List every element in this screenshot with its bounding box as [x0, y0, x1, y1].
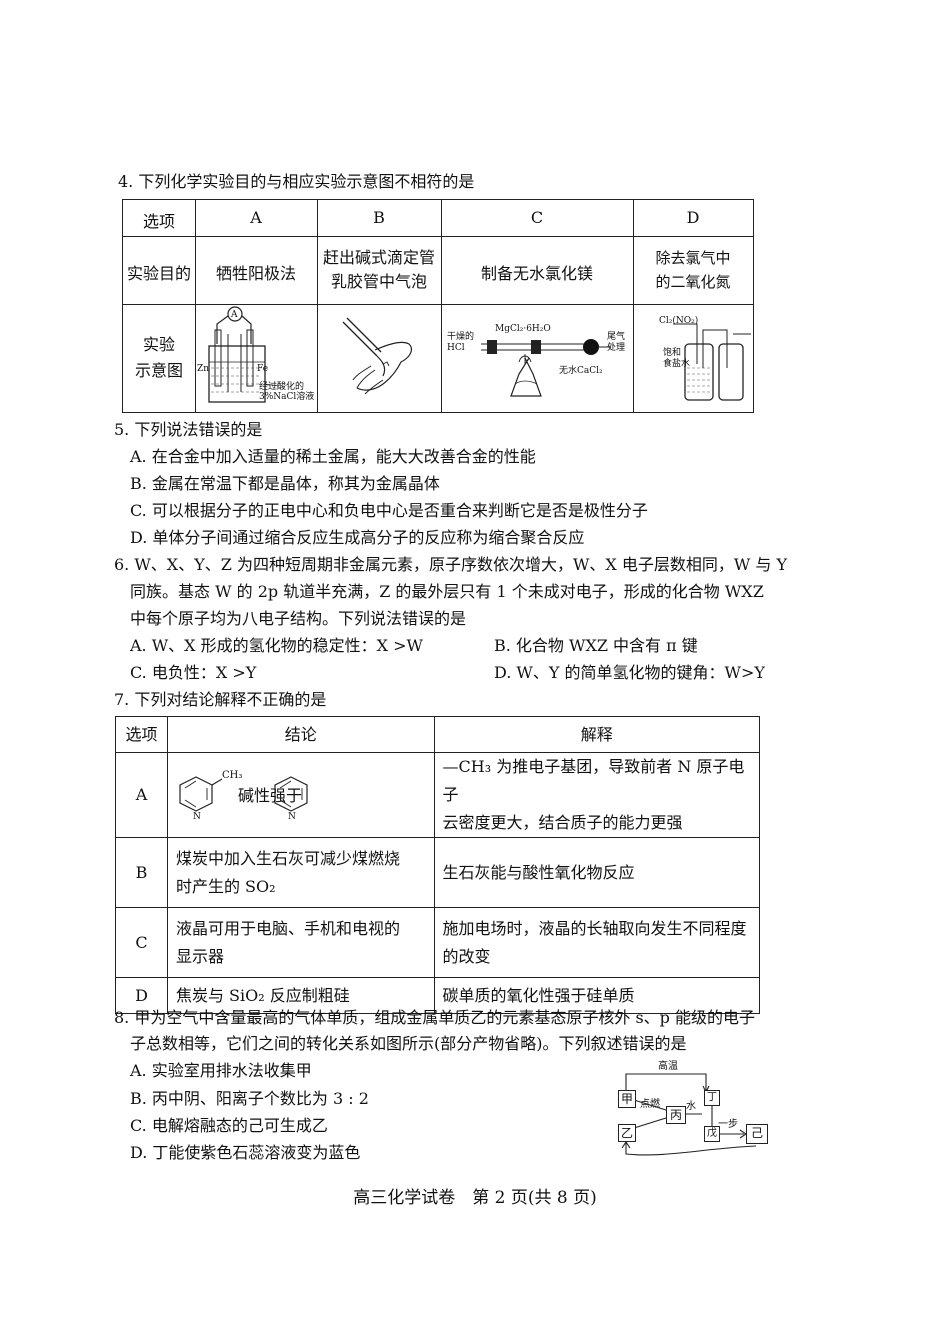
node-ji: 己	[746, 1124, 768, 1144]
methylpyridine-structure	[179, 776, 308, 812]
q7-header-explanation: 解释	[433, 716, 761, 753]
ignite-label: 点燃	[640, 1099, 660, 1110]
q4-header-a: A	[250, 208, 262, 227]
q7-row-b-conclusion: 煤炭中加入生石灰可减少煤燃烧时产生的 SO₂	[166, 837, 435, 908]
q7-row-d-explanation: 碳单质的氧化性强于硅单质	[433, 977, 761, 1014]
q6-option-c: C. 电负性：X >Y	[130, 663, 257, 682]
q8-line-2: 子总数相等，它们之间的转化关系如图所示(部分产物省略)。下列叙述错误的是	[130, 1034, 687, 1053]
cl2-no2-label: Cl₂(NO₂)	[659, 316, 699, 326]
water-label: 水	[686, 1101, 696, 1112]
table-row: C 液晶可用于电脑、手机和电视的显示器 施加电场时，液晶的长轴取向发生不同程度的…	[115, 907, 761, 978]
saturated-brine-label: 饱和食盐水	[663, 348, 691, 369]
q6-line-3: 中每个原子均为八电子结构。下列说法错误的是	[130, 609, 467, 628]
table-row: D 焦炭与 SiO₂ 反应制粗硅 碳单质的氧化性强于硅单质	[115, 977, 761, 1014]
q6-option-b: B. 化合物 WXZ 中含有 π 键	[494, 636, 698, 655]
page-footer: 高三化学试卷 第 2 页(共 8 页)	[353, 1188, 597, 1208]
q4-row-purpose-label: 实验目的	[126, 264, 191, 283]
q7-stem: 7. 下列对结论解释不正确的是	[114, 690, 327, 709]
q6-option-d: D. W、Y 的简单氢化物的键角：W>Y	[494, 663, 765, 682]
table-row: B 煤炭中加入生石灰可减少煤燃烧时产生的 SO₂ 生石灰能与酸性氧化物反应	[115, 837, 761, 908]
table-row: A CH₃ N 碱性强于 N —CH₃ 为推电子基团，导致前者 N 原子电子云密…	[115, 752, 761, 838]
q4-row-diagram-label: 实验示意图	[134, 335, 183, 380]
nitrogen-label-2: N	[287, 812, 296, 822]
q8-option-c: C. 电解熔融态的己可生成乙	[130, 1116, 328, 1135]
q5-option-a: A. 在合金中加入适量的稀土金属，能大大改善合金的性能	[130, 447, 536, 466]
q4-purpose-a: 牺牲阳极法	[215, 264, 296, 283]
q4-header-option: 选项	[142, 212, 175, 231]
q8-option-a: A. 实验室用排水法收集甲	[130, 1061, 312, 1080]
q8-transformation-diagram: 高温 甲 乙 点燃 丙 水 丁 戊 一步 己	[606, 1062, 776, 1162]
q5-option-b: B. 金属在常温下都是晶体，称其为金属晶体	[130, 474, 440, 493]
q7-row-a-explanation: —CH₃ 为推电子基团，导致前者 N 原子电子云密度更大，结合质子的能力更强	[433, 752, 761, 838]
q4-table: 选项 A B C D 实验目的 牺牲阳极法 赶出碱式滴定管乳胶管中气泡 制备无水…	[122, 199, 754, 413]
nitrogen-label-1: N	[192, 812, 201, 822]
q7-row-d-conclusion: 焦炭与 SiO₂ 反应制粗硅	[166, 977, 435, 1014]
q4-purpose-d: 除去氯气中的二氧化氮	[655, 249, 731, 291]
q4-purpose-b: 赶出碱式滴定管乳胶管中气泡	[322, 248, 435, 291]
fe-label: Fe	[257, 364, 269, 374]
tail-gas-label: 尾气处理	[607, 332, 626, 353]
q7-row-c-explanation: 施加电场时，液晶的长轴取向发生不同程度的改变	[433, 907, 761, 978]
q5-option-d: D. 单体分子间通过缩合反应生成高分子的反应称为缩合聚合反应	[130, 528, 585, 547]
node-jia: 甲	[618, 1090, 636, 1108]
q7-header-option: 选项	[115, 716, 168, 753]
q7-header-conclusion: 结论	[166, 716, 435, 753]
q7-row-a-option: A	[115, 752, 168, 838]
mgcl2-label: MgCl₂·6H₂O	[495, 324, 551, 334]
q7-row-b-explanation: 生石灰能与酸性氧化物反应	[433, 837, 761, 908]
q7-table: 选项 结论 解释 A CH₃ N 碱性强于 N —CH₃ 为推电子基团，导致前者…	[115, 716, 761, 1014]
node-ding: 丁	[704, 1090, 720, 1106]
high-temp-label: 高温	[658, 1061, 678, 1072]
q8-option-b: B. 丙中阴、阳离子个数比为 3 : 2	[130, 1089, 369, 1108]
ammeter-label: A	[231, 310, 238, 320]
q7-row-c-option: C	[115, 907, 168, 978]
q4-header-d: D	[686, 208, 700, 227]
node-bing: 丙	[666, 1106, 686, 1124]
q5-option-c: C. 可以根据分子的正电中心和负电中心是否重合来判断它是否是极性分子	[130, 501, 648, 520]
q7-row-c-conclusion: 液晶可用于电脑、手机和电视的显示器	[166, 907, 435, 978]
diagram-remove-no2: Cl₂(NO₂) 饱和食盐水	[633, 304, 753, 412]
q5-stem: 5. 下列说法错误的是	[114, 420, 263, 439]
zn-label: Zn	[197, 364, 210, 374]
cacl2-label: 无水CaCl₂	[559, 366, 603, 376]
q6-option-a: A. W、X 形成的氢化物的稳定性：X >W	[130, 636, 423, 655]
q8-option-d: D. 丁能使紫色石蕊溶液变为蓝色	[130, 1143, 361, 1162]
q8-line-1: 8. 甲为空气中含量最高的气体单质，组成金属单质乙的元素基态原子核外 s、p 能…	[114, 1008, 755, 1027]
basicity-text: 碱性强于	[237, 786, 302, 805]
methyl-label: CH₃	[221, 770, 243, 781]
q7-row-b-option: B	[115, 837, 168, 908]
node-yi: 乙	[618, 1124, 636, 1142]
q7-row-a-conclusion: CH₃ N 碱性强于 N	[166, 752, 435, 838]
q6-line-1: 6. W、X、Y、Z 为四种短周期非金属元素，原子序数依次增大，W、X 电子层数…	[114, 555, 788, 574]
q4-stem: 4. 下列化学实验目的与相应实验示意图不相符的是	[118, 172, 475, 191]
q7-row-d-option: D	[115, 977, 168, 1014]
q4-header-b: B	[373, 208, 385, 227]
q4-purpose-c: 制备无水氯化镁	[480, 264, 593, 283]
diagram-burette-bubble	[317, 304, 441, 412]
step-label: 一步	[718, 1119, 738, 1130]
q6-line-2: 同族。基态 W 的 2p 轨道半充满，Z 的最外层只有 1 个未成对电子，形成的…	[130, 582, 764, 601]
q4-header-c: C	[530, 208, 544, 227]
node-wu: 戊	[704, 1126, 720, 1142]
